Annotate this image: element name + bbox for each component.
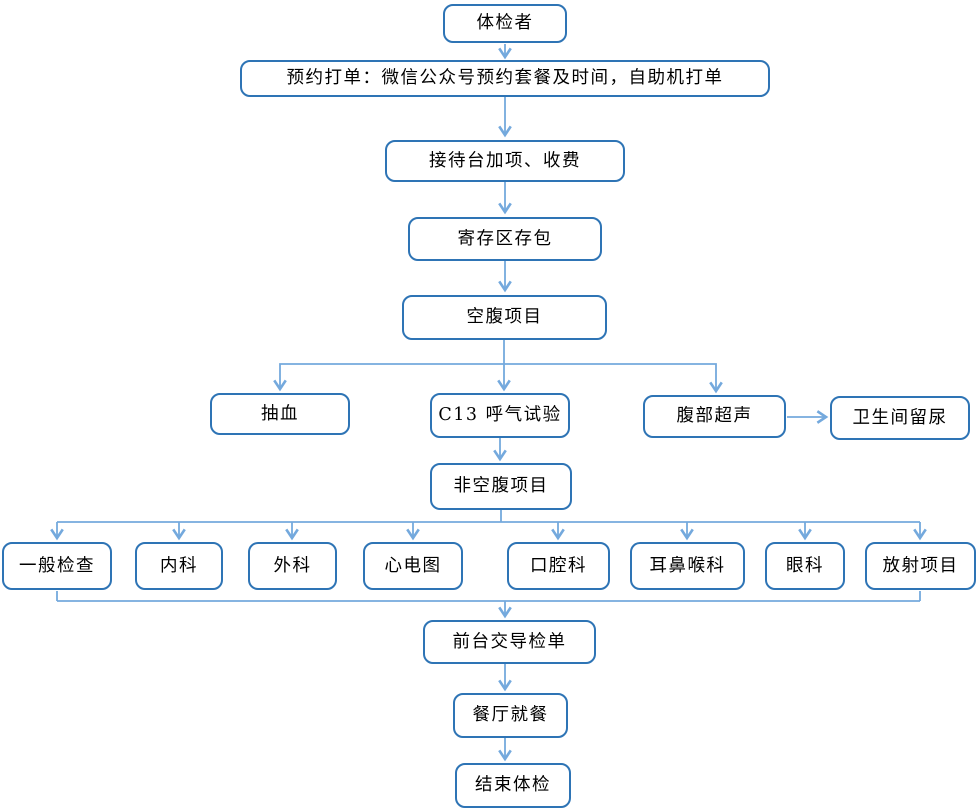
node-ecg: 心电图 <box>363 542 463 590</box>
node-blood-draw: 抽血 <box>210 393 350 435</box>
node-ophthalmology: 眼科 <box>765 542 845 590</box>
arrow-fasting-to-ultrasound <box>504 363 723 394</box>
node-fasting: 空腹项目 <box>402 295 607 340</box>
node-dental: 口腔科 <box>507 542 610 590</box>
node-general-exam: 一般检查 <box>2 542 112 590</box>
node-booking: 预约打单：微信公众号预约套餐及时间，自助机打单 <box>240 60 770 97</box>
node-ent: 耳鼻喉科 <box>630 542 745 590</box>
node-front-desk: 前台交导检单 <box>423 620 596 664</box>
node-finish: 结束体检 <box>455 763 571 808</box>
node-reception: 接待台加项、收费 <box>385 140 625 182</box>
node-abdominal-ultrasound: 腹部超声 <box>643 395 786 438</box>
node-surgery: 外科 <box>248 542 337 590</box>
node-radiology: 放射项目 <box>865 542 976 590</box>
node-non-fasting: 非空腹项目 <box>430 463 572 510</box>
node-c13-breath-test: C13 呼气试验 <box>430 393 570 438</box>
node-examinee: 体检者 <box>443 4 567 43</box>
node-dining: 餐厅就餐 <box>453 693 568 738</box>
arrow-fasting-to-blood <box>273 363 504 392</box>
node-urine-sample: 卫生间留尿 <box>830 396 970 440</box>
node-internal-med: 内科 <box>135 542 223 590</box>
node-locker: 寄存区存包 <box>408 217 602 261</box>
